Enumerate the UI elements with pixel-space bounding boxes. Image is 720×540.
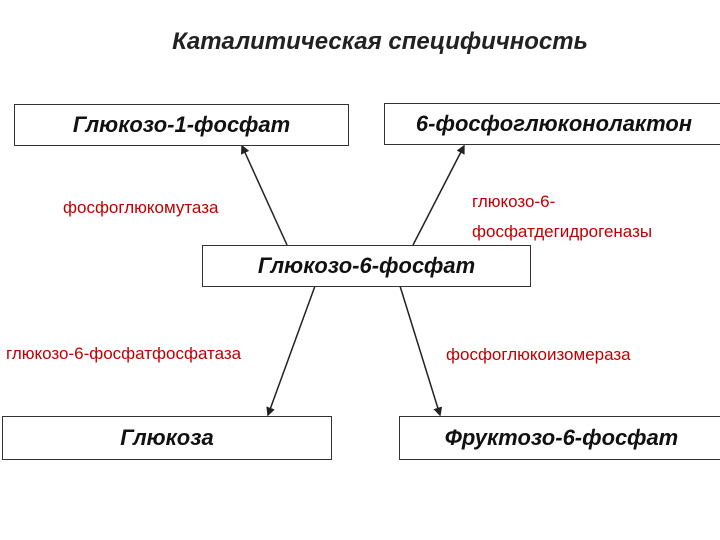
- diagram-title: Каталитическая специфичность: [172, 28, 588, 55]
- node-glucose: Глюкоза: [2, 416, 332, 460]
- arrow-g6p-to-glucose: [266, 285, 316, 417]
- arrow-g6p-to-g1p: [241, 144, 288, 246]
- enzyme-dehydrogenase-line1: глюкозо-6-: [472, 192, 556, 211]
- enzyme-isomerase: фосфоглюкоизомераза: [446, 345, 631, 364]
- node-glucose-1-phosphate: Глюкозо-1-фосфат: [14, 104, 349, 146]
- node-glucose-6-phosphate: Глюкозо-6-фосфат: [202, 245, 531, 287]
- enzyme-phosphoglucomutase: фосфоглюкомутаза: [63, 198, 219, 217]
- arrow-g6p-to-pgl: [412, 144, 465, 246]
- enzyme-phosphatase: глюкозо-6-фосфатфосфатаза: [6, 344, 242, 363]
- node-fructose-6-phosphate: Фруктозо-6-фосфат: [399, 416, 720, 460]
- enzyme-dehydrogenase-line2: фосфатдегидрогеназы: [472, 222, 653, 241]
- arrow-g6p-to-f6p: [399, 285, 443, 417]
- node-6-phosphogluconolactone: 6-фосфоглюконолактон: [384, 103, 720, 145]
